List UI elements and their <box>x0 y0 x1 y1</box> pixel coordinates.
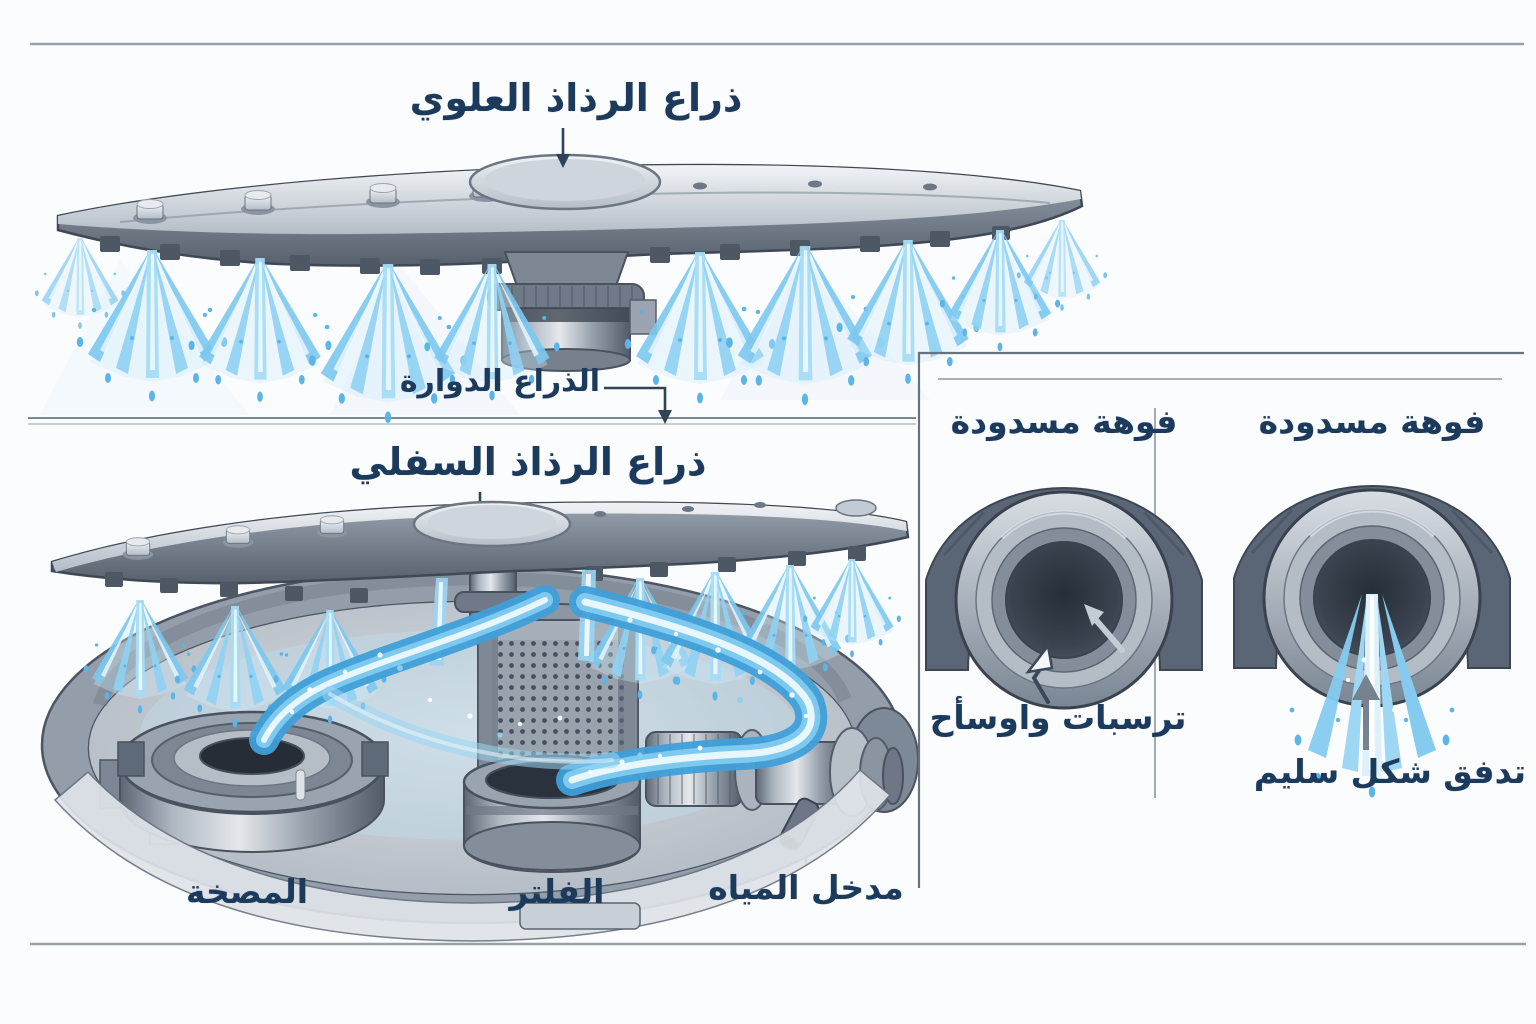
flow-arrow <box>1352 674 1380 750</box>
debris-arrow <box>1084 604 1125 653</box>
upper-arm-hub <box>487 251 657 372</box>
rotating-arm-connector <box>604 386 672 424</box>
nozzle-panel-border <box>917 351 1524 888</box>
water-inlet-label: مدخل المياه <box>708 868 904 907</box>
lower-arm-body <box>50 499 910 603</box>
clean-nozzle-illustration <box>1232 484 1512 798</box>
pump-label: المصخة <box>185 872 309 911</box>
upper-spray-arm-illustration <box>34 153 1108 424</box>
rotating-arm-label: الذراع الدوارة <box>399 364 600 399</box>
clean-nozzle-heading: فوهة مسدودة <box>1258 402 1486 441</box>
debris-leader-arrow <box>1025 643 1054 704</box>
flow-caption: تدفق شكل سليم <box>1253 752 1527 791</box>
upper-arm-screws <box>693 180 937 191</box>
pump-illustration <box>117 710 389 853</box>
middle-rule <box>28 417 916 425</box>
lower-assembly-illustration <box>40 499 919 942</box>
filter-label: الفلتر <box>509 872 605 911</box>
water-swirl <box>249 585 828 796</box>
upper-arm-label: ذراع الرذاذ العلوي <box>409 76 743 120</box>
clogged-nozzle-illustration <box>924 486 1204 710</box>
lower-arm-label: ذراع الرذاذ السفلي <box>349 440 707 484</box>
basin-front-cut <box>53 768 892 942</box>
clogged-nozzle-heading: فوهة مسدودة <box>950 402 1178 441</box>
upper-arm-pointer-arrow <box>556 128 570 168</box>
debris-caption: ترسبات واوسأح <box>929 698 1187 737</box>
filter-illustration <box>462 754 642 873</box>
water-jet <box>1289 594 1455 798</box>
basin-foot <box>519 902 641 930</box>
